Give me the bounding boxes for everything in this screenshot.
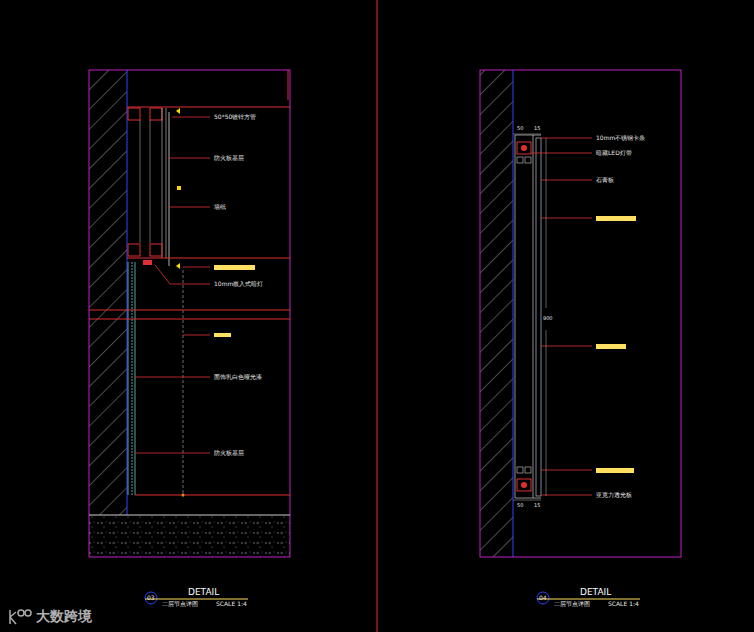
material-label: 石膏板 <box>596 177 614 184</box>
watermark-logo <box>10 610 31 624</box>
dimension: 50 <box>517 503 523 509</box>
watermark: 大数跨境 <box>36 609 92 624</box>
material-label: 防火板基层 <box>214 450 244 457</box>
material-label: 墙纸 <box>214 204 226 211</box>
material-label: 10mm嵌入式暗灯 <box>214 281 263 288</box>
material-label: 亚克力透光板 <box>596 492 632 499</box>
dimension: 15 <box>534 503 540 509</box>
material-label: 50*50镀锌方管 <box>214 114 256 121</box>
material-label: 防火板基层 <box>214 155 244 162</box>
detail-title: DETAIL <box>188 588 219 598</box>
material-label: 10mm不锈钢卡条 <box>596 135 645 142</box>
material-label: 暗藏LED灯带 <box>596 150 632 157</box>
detail-number: 04 <box>539 595 547 602</box>
dimension: 15 <box>534 126 540 132</box>
detail-title: DETAIL <box>580 588 611 598</box>
material-label: 面饰乳白色哑光漆 <box>214 374 262 381</box>
detail-name: 二层节点详图 <box>162 601 198 608</box>
detail-name: 二层节点详图 <box>554 601 590 608</box>
scale-note: SCALE 1:4 <box>608 601 639 608</box>
scale-note: SCALE 1:4 <box>216 601 247 608</box>
dimension: 900 <box>543 316 553 322</box>
detail-number: 03 <box>147 595 155 602</box>
detail-03 <box>89 70 290 604</box>
dimension: 50 <box>517 126 523 132</box>
sheet-divider <box>377 0 378 632</box>
detail-04 <box>480 70 681 604</box>
